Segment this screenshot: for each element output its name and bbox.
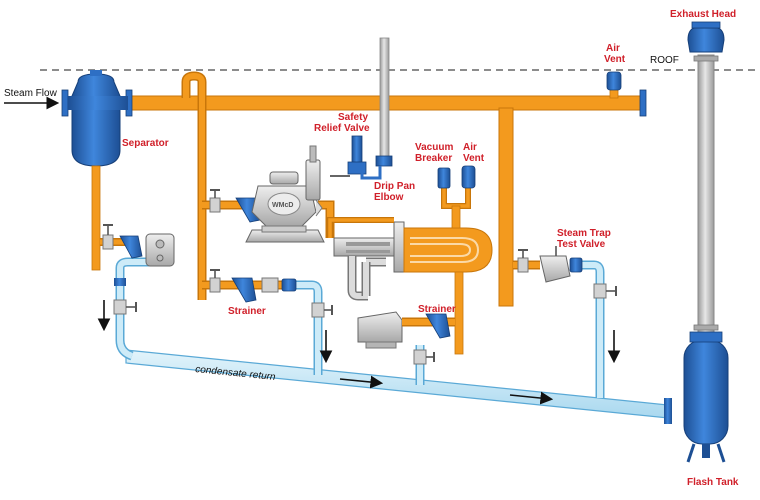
steam-flow-label: Steam Flow — [4, 88, 58, 99]
pressure-reducing-valve: WMcD — [245, 145, 325, 243]
flow-arrow — [339, 375, 384, 389]
separator-label: Separator — [122, 138, 169, 149]
steam-trap-test-label-1: Steam Trap — [557, 228, 611, 239]
strainer-right[interactable] — [425, 313, 451, 339]
flash-tank — [683, 331, 729, 463]
exhaust-pipe — [693, 54, 719, 341]
exhaust-head-label: Exhaust Head — [670, 9, 736, 20]
separator-drain — [91, 165, 132, 271]
bucket-steam-trap[interactable] — [357, 311, 403, 349]
air-vent-mid-label-2: Vent — [463, 153, 485, 164]
steam-trap-test-label-2: Test Valve — [557, 239, 606, 250]
prv-inlet-valve[interactable] — [209, 189, 221, 213]
roof-label: ROOF — [650, 55, 679, 66]
drip-pan-label-1: Drip Pan — [374, 181, 415, 192]
relief-vent-pipe — [360, 37, 393, 180]
separator-strainer[interactable] — [119, 235, 143, 259]
separator-steam-trap[interactable] — [145, 233, 175, 267]
flash-tank-label: Flash Tank — [687, 477, 739, 488]
air-vent-mid[interactable] — [461, 165, 476, 189]
right-return-valve[interactable] — [593, 283, 617, 299]
safety-relief-label-1: Safety — [338, 112, 368, 123]
air-vent-top-label-1: Air — [606, 43, 620, 54]
air-vent-mid-label-1: Air — [463, 142, 477, 153]
steam-trap-test-valve[interactable] — [539, 246, 583, 283]
test-valve-inlet[interactable] — [517, 249, 529, 273]
air-vent-top-label-2: Vent — [604, 54, 626, 65]
vacuum-breaker-label-1: Vacuum — [415, 142, 453, 153]
strainer-left-label: Strainer — [228, 306, 266, 317]
separator — [61, 70, 133, 167]
strainer-line-left[interactable] — [209, 269, 297, 303]
safety-relief-label-2: Relief Valve — [314, 123, 370, 134]
drip-pan-label-2: Elbow — [374, 192, 404, 203]
bucket-trap-outlet-valve[interactable] — [413, 349, 435, 365]
flow-arrow — [509, 391, 554, 405]
mid-return-valve[interactable] — [311, 302, 333, 318]
vacuum-breaker[interactable] — [437, 167, 451, 189]
air-vent-top[interactable] — [606, 71, 622, 91]
strainer-right-label: Strainer — [418, 304, 456, 315]
valve-brand-label: WMcD — [272, 202, 293, 209]
separator-drain-valve[interactable] — [102, 224, 114, 250]
left-return-valve[interactable] — [113, 278, 137, 315]
heat-exchanger — [327, 188, 493, 355]
exhaust-head — [687, 21, 725, 53]
vacuum-breaker-label-2: Breaker — [415, 153, 452, 164]
